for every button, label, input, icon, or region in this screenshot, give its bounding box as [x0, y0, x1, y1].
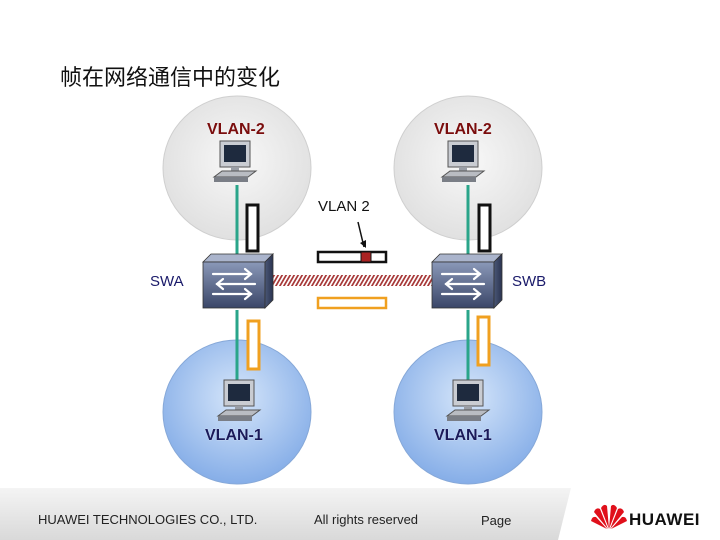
- switch-label-swa: SWA: [150, 273, 184, 290]
- vlan2-frame-left: [245, 203, 260, 253]
- pc-icon: [441, 140, 485, 183]
- vlan-label-bottom-right: VLAN-1: [434, 427, 492, 444]
- switch-icon: [201, 252, 275, 310]
- vlan-tag: [360, 251, 372, 263]
- switch-icon: [430, 252, 504, 310]
- footer: HUAWEI TECHNOLOGIES CO., LTD. All rights…: [0, 488, 720, 540]
- pc-icon: [213, 140, 257, 183]
- vlan2-frame-right: [477, 203, 492, 253]
- switch-label-swb: SWB: [512, 273, 547, 290]
- access-links: [235, 185, 470, 382]
- vlan-label-top-right: VLAN-2: [434, 121, 492, 138]
- logo-panel: [558, 488, 720, 540]
- footer-company: HUAWEI TECHNOLOGIES CO., LTD.: [38, 512, 258, 527]
- vlan1-frame-right: [476, 315, 491, 367]
- footer-page: Page: [481, 513, 512, 528]
- vlan1-frame-left: [246, 319, 261, 371]
- pc-icon: [446, 379, 490, 422]
- page-title: 帧在网络通信中的变化: [60, 66, 281, 91]
- tagged-frame: [316, 250, 388, 264]
- footer-rights: All rights reserved: [314, 512, 419, 527]
- vlan-label-bottom-left: VLAN-1: [205, 427, 263, 444]
- trunk-link: [272, 275, 432, 286]
- untagged-frame: [316, 296, 388, 310]
- huawei-logo-text: HUAWEI: [629, 510, 700, 529]
- frame-tag-label: VLAN 2: [318, 198, 370, 215]
- network-diagram: [162, 95, 543, 485]
- huawei-logo: [591, 504, 627, 529]
- pc-icon: [217, 379, 261, 422]
- vlan-label-top-left: VLAN-2: [207, 121, 265, 138]
